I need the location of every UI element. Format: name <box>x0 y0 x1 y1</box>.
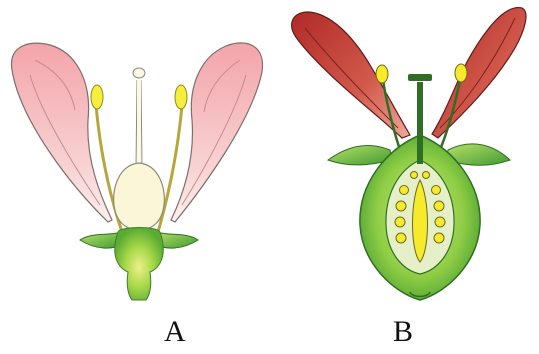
flower-b-stigma <box>408 74 432 81</box>
ovule <box>434 233 444 243</box>
flower-b-anther-right <box>455 64 467 82</box>
flower-b-right-petal <box>432 8 526 138</box>
flower-a-left-petal <box>12 43 112 222</box>
ovule <box>432 186 441 195</box>
ovule <box>400 186 409 195</box>
flower-b <box>292 8 526 300</box>
flower-a <box>12 43 263 300</box>
flower-a-receptacle <box>115 228 164 301</box>
label-flower-b: B <box>393 317 413 347</box>
ovule <box>395 217 405 227</box>
ovule <box>396 201 406 211</box>
flower-a-right-petal <box>171 43 263 222</box>
ovule <box>434 201 444 211</box>
flower-a-ovary <box>114 163 165 230</box>
ovule <box>396 233 406 243</box>
flower-b-style <box>417 82 423 164</box>
flower-b-anther-left <box>376 65 388 83</box>
flower-a-anther-right <box>175 85 187 109</box>
ovule <box>423 172 430 179</box>
label-flower-a: A <box>164 317 186 347</box>
ovule <box>435 217 445 227</box>
flower-a-anther-left <box>91 85 103 109</box>
ovule <box>411 172 418 179</box>
flower-a-stigma <box>133 68 145 78</box>
